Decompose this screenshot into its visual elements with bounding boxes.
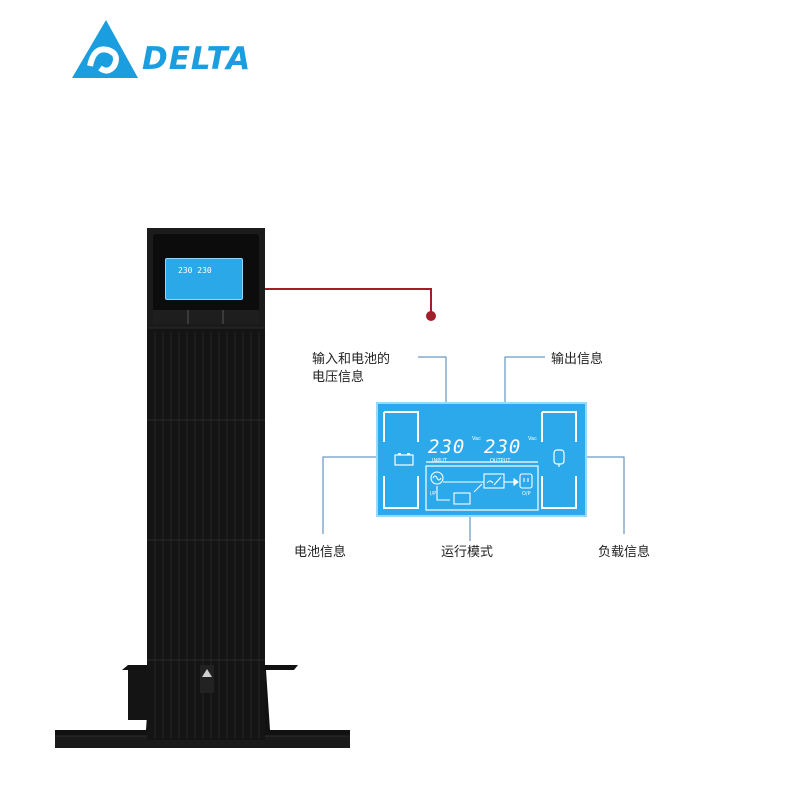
delta-triangle-logo-icon [72,20,138,78]
brand-name: DELTA [142,41,252,77]
output-label: OUTPUT [490,458,511,464]
mode-diagram [430,471,533,505]
inverter-battery-icon [453,492,471,505]
brand-logo [70,18,270,82]
input-voltage-unit: Vac [472,436,481,442]
battery-icon [394,453,414,466]
outlet-icon [519,473,533,489]
callout-load-info: 负载信息 [598,545,651,560]
callout-mode-info: 运行模式 [441,545,494,560]
op-label: O/P [522,491,531,497]
ip-label: I/P [430,491,437,497]
output-voltage-readout: 230 [484,436,522,458]
mini-display-text: 230 230 [178,266,212,275]
output-voltage-unit: Vac [528,436,537,442]
inverter-icon [483,473,505,489]
delta-badge-icon [200,665,214,693]
input-label: INPUT [432,458,447,464]
load-icon [553,449,565,467]
leader-line [265,288,436,321]
sine-wave-icon [430,471,444,485]
device-mini-display: 230 230 [165,258,243,300]
callout-voltage-info: 输入和电池的 电压信息 [312,351,390,387]
ups-tower [55,228,350,748]
input-voltage-readout: 230 [428,436,466,458]
callout-output-info: 输出信息 [551,352,604,367]
callout-battery-info: 电池信息 [294,545,347,560]
lcd-segments [383,411,577,511]
lcd-panel: 230 Vac INPUT 230 Vac OUTPUT I/P O/P [376,402,587,517]
callout-voltage-line1: 输入和电池的 [312,352,391,367]
callout-voltage-line2: 电压信息 [312,370,365,385]
